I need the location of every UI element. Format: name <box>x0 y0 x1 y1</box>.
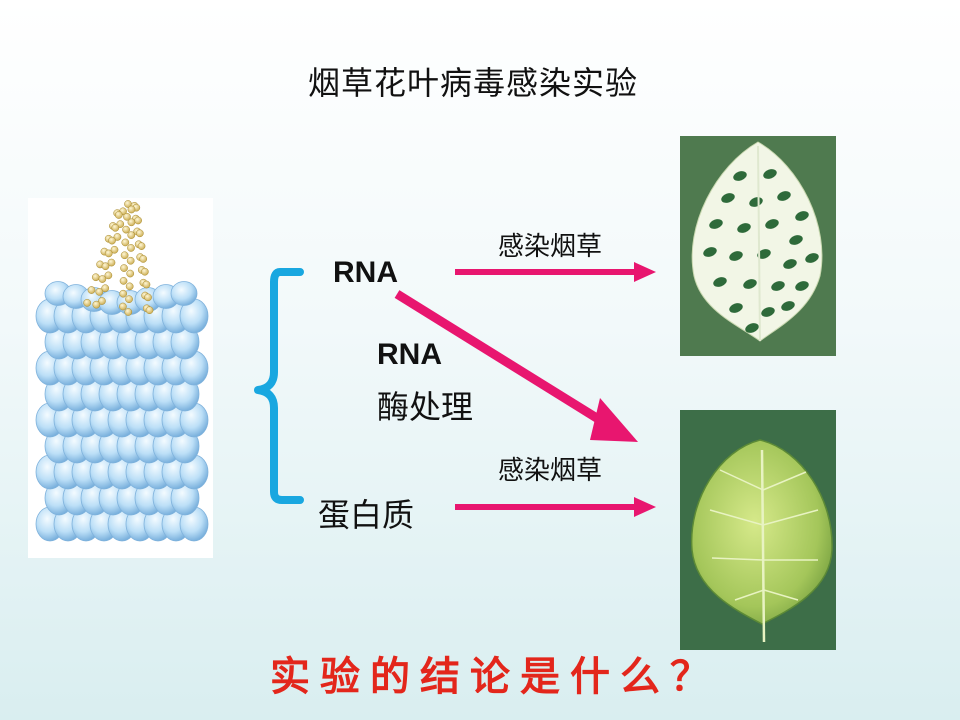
rna-bead <box>92 300 101 309</box>
arrow-protein-to-bottom-leaf <box>455 497 656 517</box>
rna-label: RNA <box>333 256 398 289</box>
rna-bead <box>95 288 104 296</box>
rna-bead <box>114 211 123 219</box>
rna-bead <box>87 286 96 294</box>
rna-bead <box>119 302 127 311</box>
infect-label-bottom: 感染烟草 <box>498 456 603 486</box>
rna-bead <box>126 256 135 265</box>
mosaic-spot <box>737 223 751 233</box>
rna-bead <box>127 205 136 214</box>
rna-bead <box>142 280 151 289</box>
rna-bead <box>119 277 128 285</box>
rna-bead <box>145 306 154 315</box>
healthy-leaf-image <box>680 410 836 650</box>
mosaic-spot <box>781 301 795 311</box>
mosaic-spot <box>783 259 797 269</box>
healthy-leaf-icon <box>690 439 833 643</box>
rna-bead <box>141 267 149 276</box>
rna-bead <box>139 255 148 263</box>
mosaic-spot <box>763 169 777 179</box>
rna-bead <box>123 212 131 221</box>
rna-bead <box>119 289 128 298</box>
mosaic-spot <box>709 219 723 229</box>
rna-bead <box>137 242 146 250</box>
rna-bead <box>144 293 152 302</box>
protein-capsid <box>35 281 209 542</box>
mosaic-spot <box>729 251 743 261</box>
capsid-subunit <box>170 281 198 306</box>
rna-bead <box>98 275 107 283</box>
mosaic-spot <box>795 211 809 221</box>
rna-bead <box>111 223 120 232</box>
mosaic-spot <box>721 193 735 203</box>
mosaic-spot <box>713 277 727 287</box>
infected-leaf-image <box>680 136 836 356</box>
rna-bead <box>98 297 106 305</box>
mosaic-spot <box>795 281 809 291</box>
rna-bead <box>127 244 135 252</box>
rna-bead <box>104 271 113 280</box>
rna-bead <box>135 229 144 238</box>
rna-bead <box>120 251 129 260</box>
rna-bead <box>121 238 130 247</box>
mosaic-leaf-icon <box>691 141 823 342</box>
virus-illustration <box>28 198 213 558</box>
enzyme-label-treatment: 酶处理 <box>377 388 474 426</box>
mosaic-spot <box>743 279 757 289</box>
tobacco-mosaic-virus-icon <box>35 200 209 542</box>
rna-bead <box>125 282 134 291</box>
rna-bead <box>126 269 135 278</box>
rna-bead <box>104 249 113 258</box>
rna-bead <box>101 262 110 271</box>
rna-bead <box>101 284 110 293</box>
slide-title: 烟草花叶病毒感染实验 <box>307 64 638 102</box>
mosaic-spot <box>757 249 771 259</box>
rna-bead <box>83 298 92 307</box>
rna-bead <box>120 264 128 272</box>
enzyme-label-rna: RNA <box>377 338 442 371</box>
mosaic-spot <box>745 323 759 333</box>
rna-bead <box>125 295 133 304</box>
rna-bead <box>122 225 130 234</box>
mosaic-spot <box>765 219 779 229</box>
mosaic-spot <box>777 191 791 201</box>
mosaic-spot <box>789 235 803 245</box>
rna-bead <box>107 258 116 267</box>
rna-bead <box>124 308 133 316</box>
rna-bead <box>127 231 136 239</box>
mosaic-spot <box>729 303 743 313</box>
arrow-rna-to-top-leaf <box>455 262 656 282</box>
rna-bead <box>110 245 119 254</box>
protein-label: 蛋白质 <box>318 496 415 534</box>
rna-bead <box>108 236 116 245</box>
mosaic-spot <box>703 247 717 257</box>
mosaic-spot <box>805 253 819 263</box>
mosaic-spot <box>761 307 775 317</box>
mosaic-spot <box>771 281 785 291</box>
bracket <box>254 268 304 504</box>
question-text: 实验的结论是什么？ <box>270 653 720 700</box>
rna-bead <box>134 216 142 225</box>
mosaic-spot <box>733 171 747 181</box>
rna-helix <box>83 200 154 316</box>
rna-bead <box>91 273 100 282</box>
rna-bead <box>127 218 136 227</box>
infect-label-top: 感染烟草 <box>498 232 603 262</box>
rna-bead <box>113 233 122 241</box>
